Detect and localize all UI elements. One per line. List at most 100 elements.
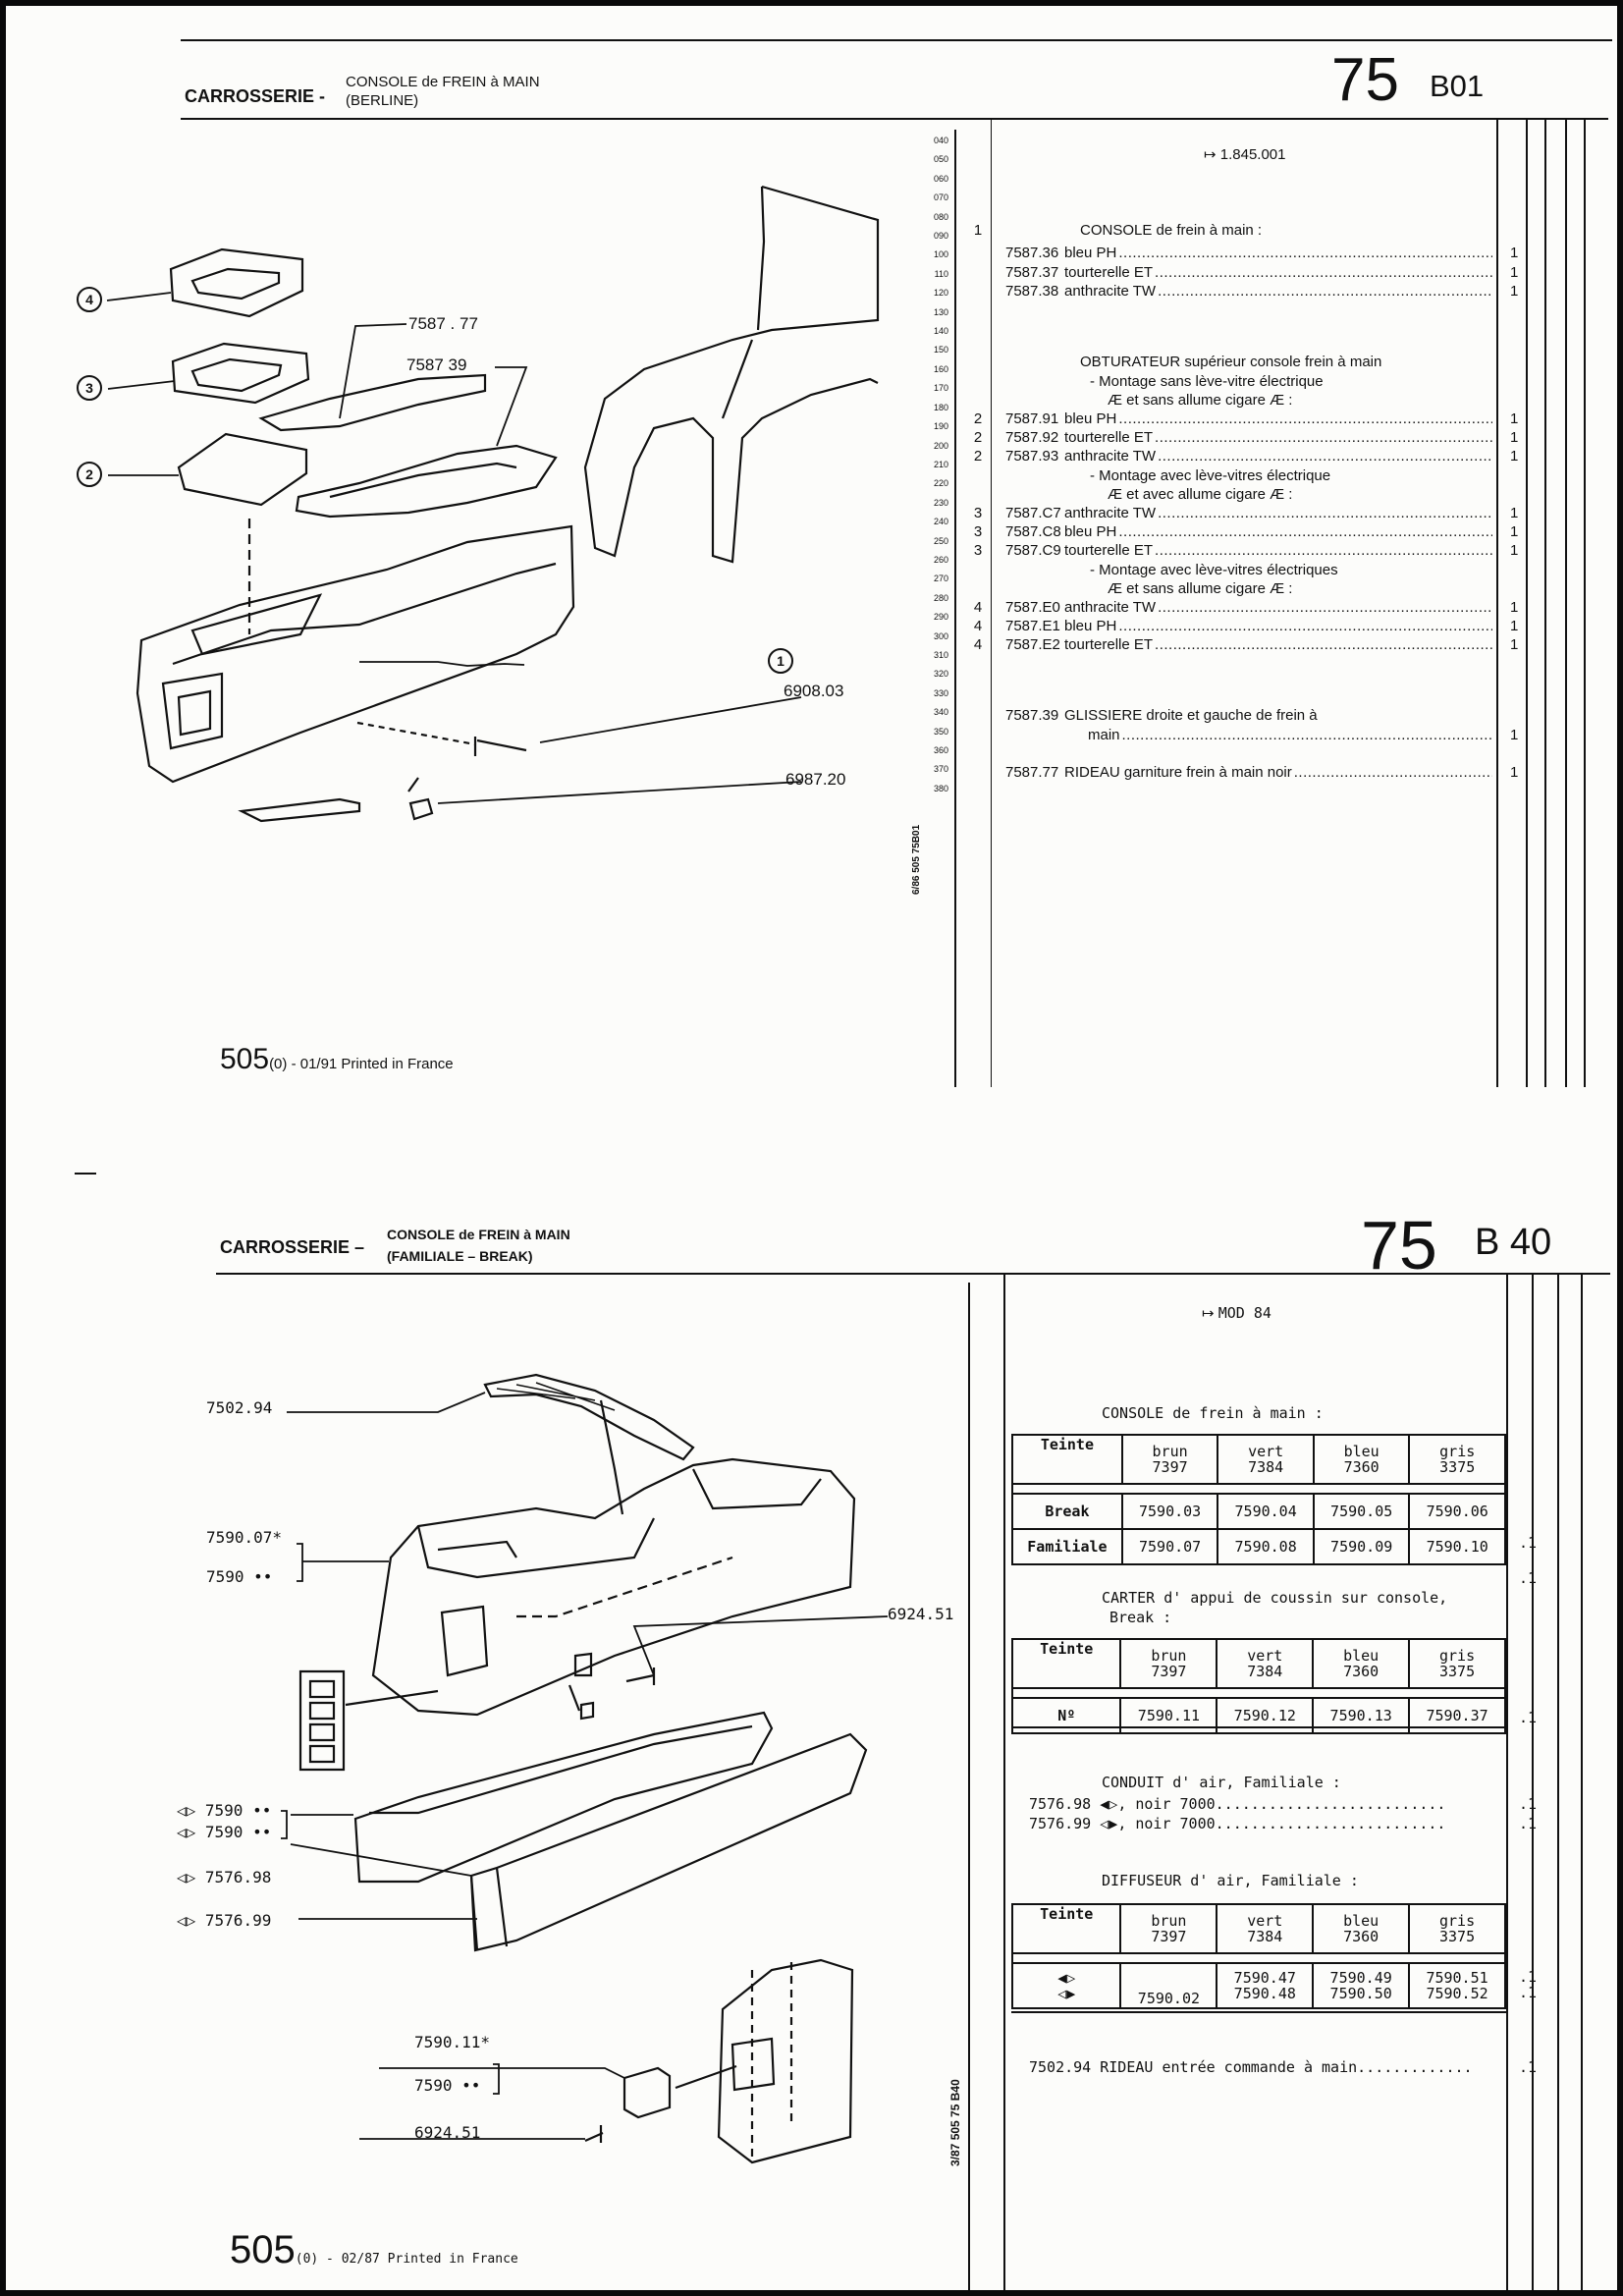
page1-exploded-diagram [106, 185, 880, 823]
callout-7590-07: 7590.07* [206, 1528, 283, 1547]
column-header-teinte: Teinte [1011, 1434, 1123, 1485]
callout-7587-39: 7587 39 [406, 355, 467, 374]
line-number: 340 [933, 707, 948, 718]
part-figure-number: 3 [973, 542, 983, 559]
rear-console-shell [583, 185, 880, 564]
page1-number: 75 [1331, 46, 1399, 114]
carter-qty: .1 [1519, 1709, 1538, 1726]
part-number-cell: 7590.03 [1120, 1493, 1219, 1530]
part-reference: 7587.E2 [1005, 636, 1060, 653]
callout-6987-20: 6987.20 [785, 770, 846, 789]
part-number-cell: 7590.06 [1408, 1493, 1506, 1530]
part-description: CONSOLE de frein à main : [1080, 222, 1263, 239]
page1-col-rule [1544, 118, 1546, 1087]
carter-heading-1: CARTER d' appui de coussin sur console, [1102, 1589, 1448, 1607]
part-figure-number: 4 [973, 599, 983, 616]
part-reference: 7587.37 [1005, 264, 1059, 281]
column-tint-code: 7360 [1343, 1458, 1380, 1476]
diffuseur-qty-1: .1 [1519, 1968, 1538, 1986]
dot-leader: ........................................… [1158, 448, 1492, 465]
line-number: 080 [933, 211, 948, 222]
part-reference: 7587.91 [1005, 410, 1059, 427]
footer-model: 505 [230, 2228, 296, 2271]
line-number: 230 [933, 497, 948, 508]
side-arrows-icon: ◀▷ [1091, 1795, 1118, 1813]
conduit-description: , noir 7000.......................... [1117, 1815, 1446, 1832]
part-description: Æ et avec allume cigare Æ : [1108, 486, 1293, 503]
row-label: Familiale [1011, 1528, 1123, 1565]
table-spacer-row [1011, 1483, 1506, 1495]
left-right-arrow-icon: ◁▷ [177, 1801, 196, 1820]
line-number: 200 [933, 440, 948, 451]
line-number: 260 [933, 554, 948, 565]
dot-leader: ........................................… [1155, 542, 1492, 559]
diffuser-console [717, 1958, 854, 2164]
conduit-7576-98 [353, 1711, 774, 1884]
part-description: tourterelle ET [1064, 429, 1154, 446]
page2-applicability: ↦ MOD 84 [1202, 1304, 1271, 1322]
figure-callout-3: 3 [77, 375, 102, 401]
familiale-console [371, 1457, 856, 1717]
column-tint-code: 3375 [1438, 1663, 1476, 1680]
part-figure-number: 3 [973, 523, 983, 540]
dot-leader: ........................................… [1155, 636, 1492, 653]
page1-col-rule [1584, 118, 1586, 1087]
part-number-cell: 7590.07 [1120, 1528, 1219, 1565]
part-description: RIDEAU garniture frein à main noir [1064, 764, 1292, 781]
obturateur-3 [171, 342, 310, 405]
part-quantity: 1 [1510, 429, 1519, 446]
row-label: Break [1011, 1493, 1123, 1530]
conduit-qty: .1 [1519, 1815, 1538, 1832]
part-description: tourterelle ET [1064, 264, 1154, 281]
column-tint-name: bleu [1343, 1912, 1380, 1930]
callout-7576-98: ◁▷ 7576.98 [177, 1868, 271, 1886]
part-number: 7590.50 [1329, 1985, 1392, 2002]
column-tint-name: bleu [1343, 1443, 1380, 1460]
applicability-arrow-icon: ↦ [1204, 146, 1217, 163]
callout-7590-11: 7590.11* [414, 2033, 491, 2051]
table-spacer [1011, 1687, 1506, 1699]
page2-col-rule [1581, 1275, 1583, 2290]
column-tint-name: vert [1248, 1443, 1284, 1460]
dot-leader: ........................................… [1155, 429, 1492, 446]
page1-col-rule [1565, 118, 1567, 1087]
callout-7576-99-text: 7576.99 [204, 1911, 272, 1930]
line-number: 170 [933, 383, 948, 394]
line-number: 280 [933, 592, 948, 603]
conduit-description: , noir 7000.......................... [1117, 1795, 1446, 1813]
line-number: 270 [933, 574, 948, 584]
part-description: anthracite TW [1064, 448, 1157, 465]
page1-header-rule [181, 118, 1608, 120]
part-description: OBTURATEUR supérieur console frein à mai… [1080, 354, 1382, 370]
page2-header-rule [216, 1273, 1610, 1275]
dot-leader: ........................................… [1121, 727, 1492, 743]
column-tint-code: 7384 [1247, 1663, 1283, 1680]
callout-7590-a: 7590 •• [206, 1567, 273, 1586]
left-right-arrow-icon: ◁▷ [177, 1823, 196, 1841]
carter-heading-2: Break : [1109, 1609, 1172, 1626]
column-tint-code: 3375 [1439, 1458, 1476, 1476]
switch-panel [298, 1669, 346, 1772]
callout-7590-c: ◁▷ 7590 •• [177, 1823, 271, 1841]
part-figure-number: 2 [973, 410, 983, 427]
page1-applicability: ↦ 1.845.001 [1204, 145, 1285, 163]
part-description: bleu PH [1064, 410, 1117, 427]
part-description: tourterelle ET [1064, 542, 1154, 559]
callout-7590-b: ◁▷ 7590 •• [177, 1801, 271, 1820]
dot-leader: ........................................… [1293, 764, 1492, 781]
column-tint-code: 7397 [1151, 1663, 1187, 1680]
page1-title: CONSOLE de FREIN à MAIN (BERLINE) [346, 74, 540, 109]
part-quantity: 1 [1510, 505, 1519, 521]
part-figure-number: 2 [973, 448, 983, 465]
part-quantity: 1 [1510, 542, 1519, 559]
screw-6908-03 [473, 737, 527, 756]
